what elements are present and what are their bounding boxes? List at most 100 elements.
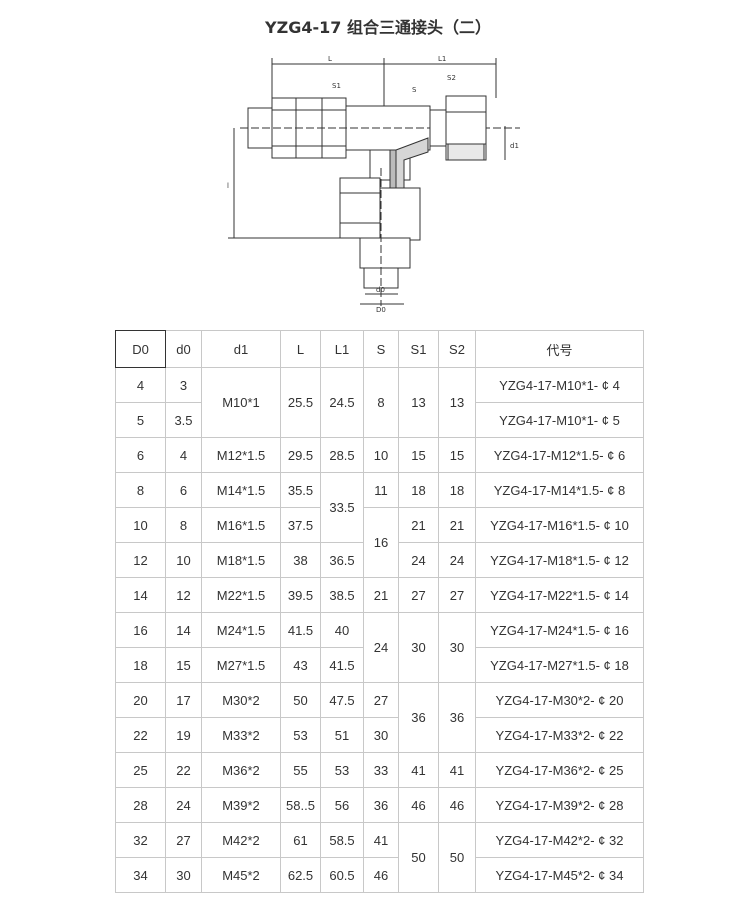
cell-D0: 4 (115, 367, 166, 403)
cell-S1: 27 (398, 577, 439, 613)
cell-S1: 46 (398, 787, 439, 823)
table-row: 18 15 M27*1.5 43 41.5 YZG4-17-M27*1.5- ¢… (115, 647, 644, 683)
page-title: YZG4-17 组合三通接头（二） (265, 18, 491, 37)
table-row: 14 12 M22*1.5 39.5 38.5 21 27 27 YZG4-17… (115, 577, 644, 613)
cell-d0: 24 (165, 787, 202, 823)
cell-S1: 21 (398, 507, 439, 543)
cell-d0: 10 (165, 542, 202, 578)
dim-label-S2: S2 (447, 74, 456, 82)
header-code: 代号 (475, 330, 644, 368)
spec-table: D0 d0 d1 L L1 S S1 S2 代号 4 3 M10*1 25.5 … (115, 330, 644, 893)
cell-L1: 28.5 (320, 437, 364, 473)
cell-d0: 12 (165, 577, 202, 613)
header-S1: S1 (398, 330, 439, 368)
cell-L: 43 (280, 647, 321, 683)
cell-S2: 13 (438, 367, 476, 438)
cell-d1: M18*1.5 (201, 542, 281, 578)
cell-L1: 56 (320, 787, 364, 823)
cell-D0: 10 (115, 507, 166, 543)
table-row: 28 24 M39*2 58..5 56 36 46 46 YZG4-17-M3… (115, 787, 644, 823)
table-row: 34 30 M45*2 62.5 60.5 46 YZG4-17-M45*2- … (115, 857, 644, 893)
cell-d1: M33*2 (201, 717, 281, 753)
cell-d1: M22*1.5 (201, 577, 281, 613)
tee-fitting-drawing: L L1 S1 S S2 d1 l d0 D0 (227, 55, 520, 313)
cell-S2: 21 (438, 507, 476, 543)
cell-L: 38 (280, 542, 321, 578)
cell-d1: M10*1 (201, 367, 281, 438)
cell-L: 35.5 (280, 472, 321, 508)
cell-S: 10 (363, 437, 399, 473)
cell-d0: 3.5 (165, 402, 202, 438)
header-L: L (280, 330, 321, 368)
cell-code: YZG4-17-M22*1.5- ¢ 14 (475, 577, 644, 613)
cell-L: 41.5 (280, 612, 321, 648)
cell-S2: 46 (438, 787, 476, 823)
table-row: 10 8 M16*1.5 37.5 16 21 21 YZG4-17-M16*1… (115, 507, 644, 578)
cell-D0: 32 (115, 822, 166, 858)
cell-d0: 15 (165, 647, 202, 683)
cell-S1: 15 (398, 437, 439, 473)
cell-L: 58..5 (280, 787, 321, 823)
cell-L: 55 (280, 752, 321, 788)
cell-code: YZG4-17-M12*1.5- ¢ 6 (475, 437, 644, 473)
header-D0: D0 (115, 330, 166, 368)
cell-S: 24 (363, 612, 399, 683)
cell-d1: M27*1.5 (201, 647, 281, 683)
cell-S: 33 (363, 752, 399, 788)
cell-d1: M39*2 (201, 787, 281, 823)
cell-code: YZG4-17-M18*1.5- ¢ 12 (475, 542, 644, 578)
cell-d1: M24*1.5 (201, 612, 281, 648)
cell-code: YZG4-17-M33*2- ¢ 22 (475, 717, 644, 753)
header-S2: S2 (438, 330, 476, 368)
cell-D0: 34 (115, 857, 166, 893)
cell-S1: 50 (398, 822, 439, 893)
cell-d0: 3 (165, 367, 202, 403)
cell-code: YZG4-17-M10*1- ¢ 4 (475, 367, 644, 403)
table-row: 20 17 M30*2 50 47.5 27 36 36 YZG4-17-M30… (115, 682, 644, 753)
cell-code: YZG4-17-M36*2- ¢ 25 (475, 752, 644, 788)
cell-S2: 18 (438, 472, 476, 508)
header-L1: L1 (320, 330, 364, 368)
dim-label-S: S (412, 86, 417, 94)
cell-S2: 30 (438, 612, 476, 683)
cell-D0: 12 (115, 542, 166, 578)
dim-label-d1: d1 (510, 142, 519, 150)
cell-code: YZG4-17-M14*1.5- ¢ 8 (475, 472, 644, 508)
table-row: 25 22 M36*2 55 53 33 41 41 YZG4-17-M36*2… (115, 752, 644, 788)
cell-S1: 30 (398, 612, 439, 683)
table-row: 5 3.5 YZG4-17-M10*1- ¢ 5 (115, 402, 644, 438)
table-row: 4 3 M10*1 25.5 24.5 8 13 13 YZG4-17-M10*… (115, 367, 644, 438)
table-row: 12 10 M18*1.5 38 36.5 24 24 YZG4-17-M18*… (115, 542, 644, 578)
cell-D0: 16 (115, 612, 166, 648)
cell-S: 30 (363, 717, 399, 753)
cell-code: YZG4-17-M45*2- ¢ 34 (475, 857, 644, 893)
cell-d0: 17 (165, 682, 202, 718)
cell-code: YZG4-17-M10*1- ¢ 5 (475, 402, 644, 438)
cell-S: 41 (363, 822, 399, 858)
cell-S2: 27 (438, 577, 476, 613)
cell-D0: 28 (115, 787, 166, 823)
cell-S1: 24 (398, 542, 439, 578)
cell-code: YZG4-17-M30*2- ¢ 20 (475, 682, 644, 718)
cell-code: YZG4-17-M16*1.5- ¢ 10 (475, 507, 644, 543)
cell-L: 62.5 (280, 857, 321, 893)
cell-S1: 36 (398, 682, 439, 753)
table-row: 22 19 M33*2 53 51 30 YZG4-17-M33*2- ¢ 22 (115, 717, 644, 753)
cell-D0: 5 (115, 402, 166, 438)
cell-d1: M12*1.5 (201, 437, 281, 473)
table-row: 6 4 M12*1.5 29.5 28.5 10 15 15 YZG4-17-M… (115, 437, 644, 473)
cell-L1: 38.5 (320, 577, 364, 613)
cell-D0: 8 (115, 472, 166, 508)
cell-L1: 51 (320, 717, 364, 753)
cell-S1: 18 (398, 472, 439, 508)
cell-D0: 20 (115, 682, 166, 718)
cell-d1: M45*2 (201, 857, 281, 893)
cell-D0: 22 (115, 717, 166, 753)
cell-L1: 60.5 (320, 857, 364, 893)
dim-label-S1: S1 (332, 82, 341, 90)
cell-D0: 18 (115, 647, 166, 683)
cell-d0: 30 (165, 857, 202, 893)
dim-label-D0: D0 (376, 306, 386, 313)
cell-d0: 6 (165, 472, 202, 508)
cell-S: 11 (363, 472, 399, 508)
